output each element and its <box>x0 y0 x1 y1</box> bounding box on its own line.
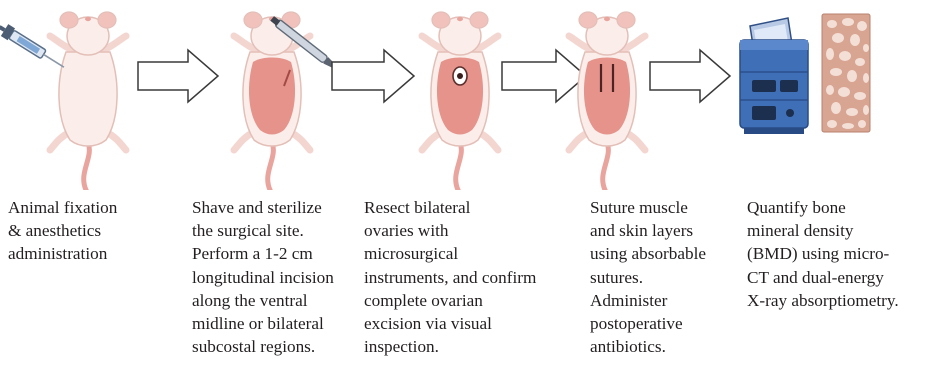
arrow-3 <box>502 50 586 102</box>
syringe-icon <box>0 21 68 73</box>
bone-sample-icon <box>822 14 870 132</box>
step-2-caption: Shave and sterilize the surgical site. P… <box>192 196 334 358</box>
step-1-illustration <box>0 12 126 190</box>
step-4-caption: Suture muscle and skin layers using abso… <box>590 196 706 358</box>
ovary-icon <box>453 67 467 85</box>
step-3-caption: Resect bilateral ovaries with microsurgi… <box>364 196 536 358</box>
arrow-1 <box>138 50 218 102</box>
step-4-illustration <box>569 12 645 190</box>
workflow-illustrations <box>0 0 950 190</box>
step-2-illustration <box>234 12 346 190</box>
step-1-caption: Animal fixation & anesthetics administra… <box>8 196 117 266</box>
step-3-illustration <box>422 12 498 190</box>
arrow-4 <box>650 50 730 102</box>
micro-ct-scanner-icon <box>740 18 808 134</box>
arrow-2 <box>332 50 414 102</box>
step-5-caption: Quantify bone mineral density (BMD) usin… <box>747 196 899 312</box>
